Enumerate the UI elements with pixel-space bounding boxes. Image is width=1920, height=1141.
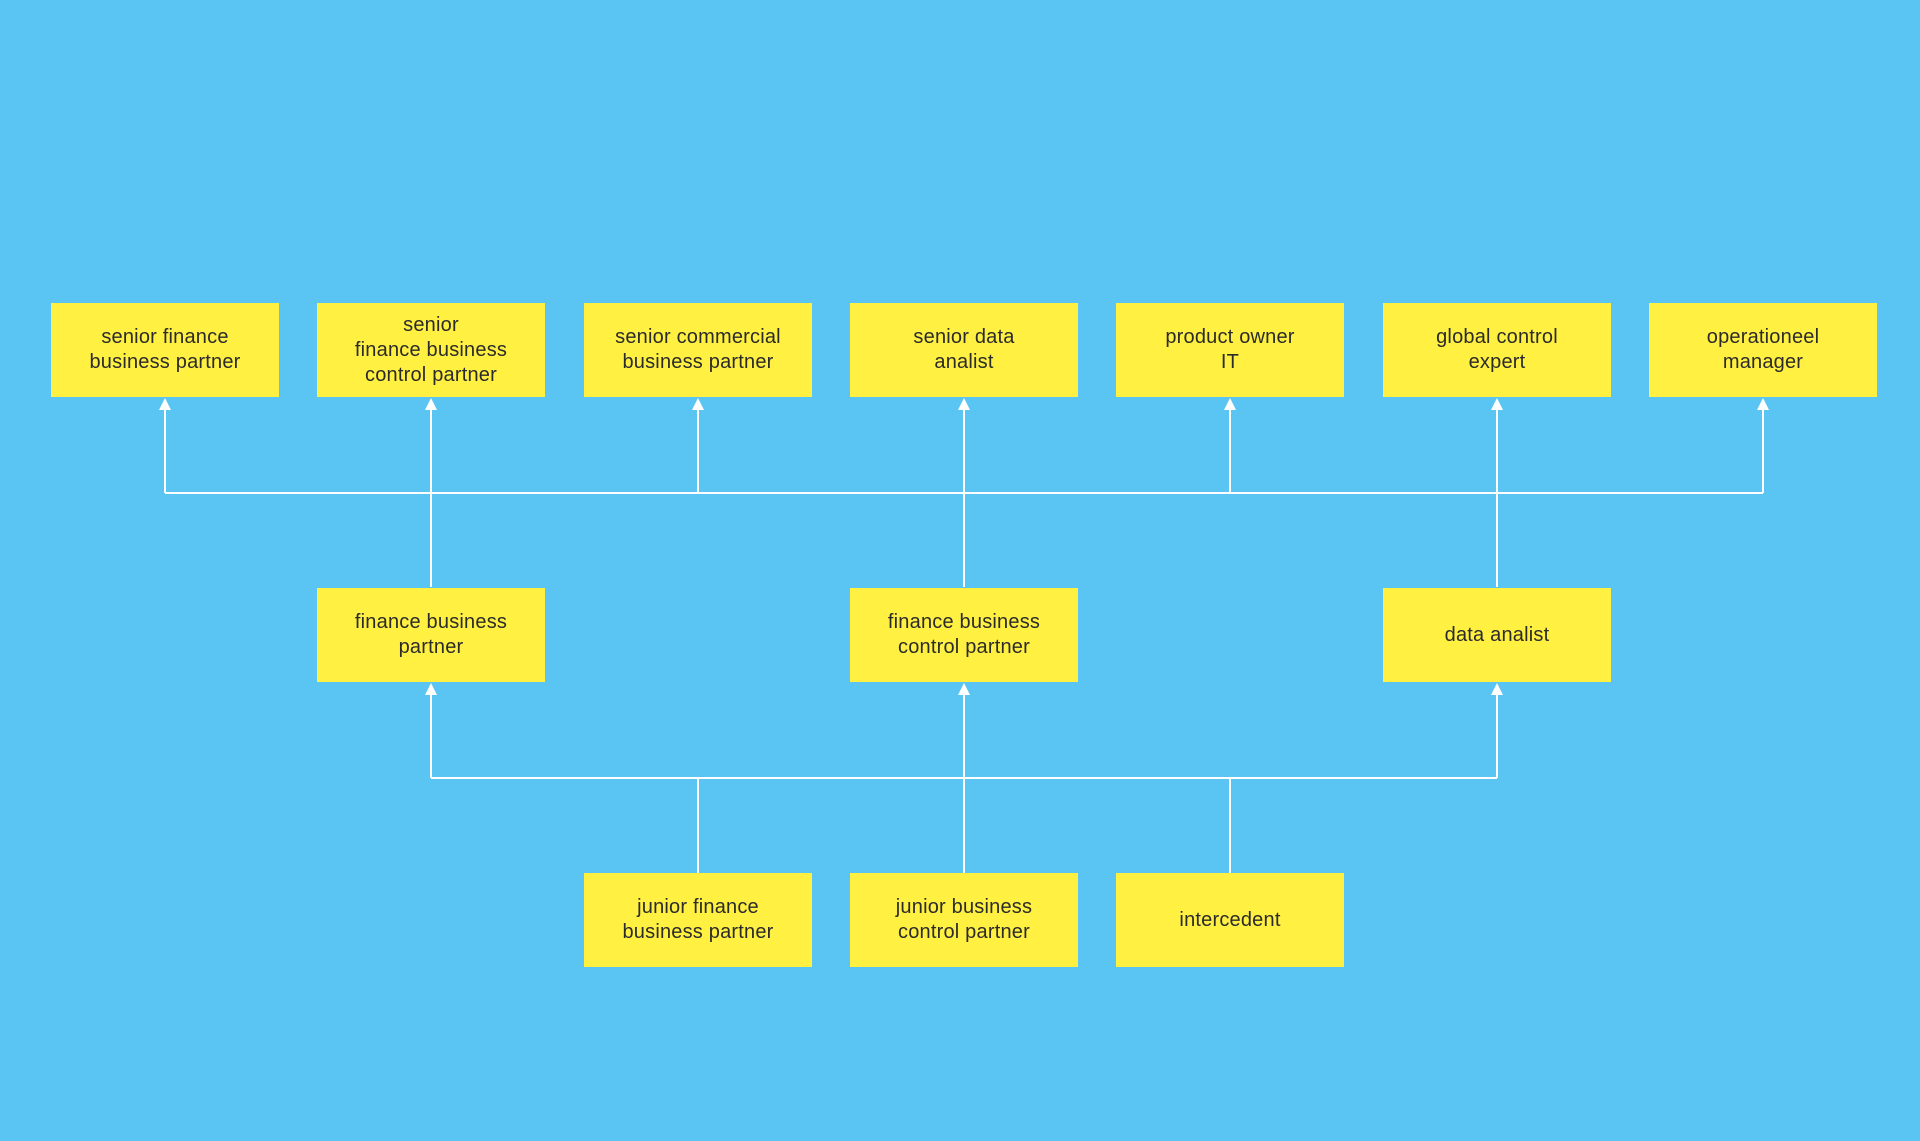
role-operationeel-manager: operationeel manager <box>1649 303 1877 397</box>
role-finance-business-control-partner: finance business control partner <box>850 588 1078 682</box>
role-intercedent: intercedent <box>1116 873 1344 967</box>
role-senior-finance-business-control-partner: senior finance business control partner <box>317 303 545 397</box>
role-finance-business-partner: finance business partner <box>317 588 545 682</box>
role-senior-commercial-business-partner: senior commercial business partner <box>584 303 812 397</box>
role-product-owner-it: product owner IT <box>1116 303 1344 397</box>
role-senior-data-analist: senior data analist <box>850 303 1078 397</box>
role-global-control-expert: global control expert <box>1383 303 1611 397</box>
role-senior-finance-business-partner: senior finance business partner <box>51 303 279 397</box>
role-data-analist: data analist <box>1383 588 1611 682</box>
role-junior-business-control-partner: junior business control partner <box>850 873 1078 967</box>
role-junior-finance-business-partner: junior finance business partner <box>584 873 812 967</box>
